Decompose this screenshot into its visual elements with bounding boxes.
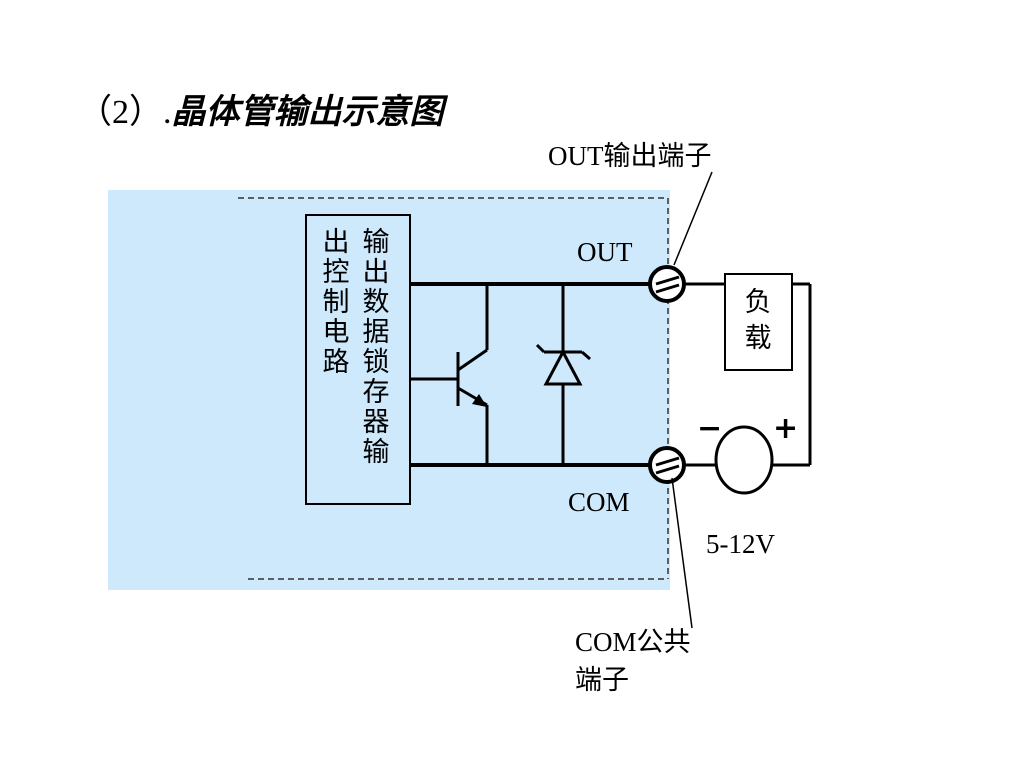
out-label: OUT bbox=[577, 237, 633, 267]
out-terminal-screw bbox=[648, 265, 686, 303]
com-terminal-callout-line1: COM公共 bbox=[575, 627, 691, 657]
page-title: （2）.晶体管输出示意图 bbox=[78, 90, 444, 135]
diode-symbol bbox=[535, 284, 591, 465]
module-area bbox=[108, 190, 670, 590]
title-number: （2）. bbox=[78, 94, 172, 131]
latch-text-left: 出控制电路 bbox=[322, 227, 350, 378]
voltage-label: 5-12V bbox=[706, 529, 775, 559]
com-terminal-callout-line2: 端子 bbox=[575, 665, 629, 695]
out-callout-leader bbox=[673, 171, 713, 266]
title-text: 晶体管输出示意图 bbox=[171, 92, 444, 132]
com-label: COM bbox=[568, 487, 630, 517]
plus-sign: + bbox=[773, 411, 799, 446]
minus-sign: − bbox=[697, 411, 723, 446]
com-callout-leader bbox=[671, 477, 693, 629]
voltage-source bbox=[714, 425, 774, 495]
load-label: 负载 bbox=[744, 287, 772, 354]
com-terminal-screw bbox=[648, 446, 686, 484]
latch-text-right: 输出数据锁存器输 bbox=[362, 227, 390, 468]
transistor-symbol bbox=[410, 284, 489, 465]
out-terminal-callout: OUT输出端子 bbox=[548, 141, 712, 171]
load-box bbox=[724, 273, 793, 371]
latch-block-box bbox=[305, 214, 411, 505]
